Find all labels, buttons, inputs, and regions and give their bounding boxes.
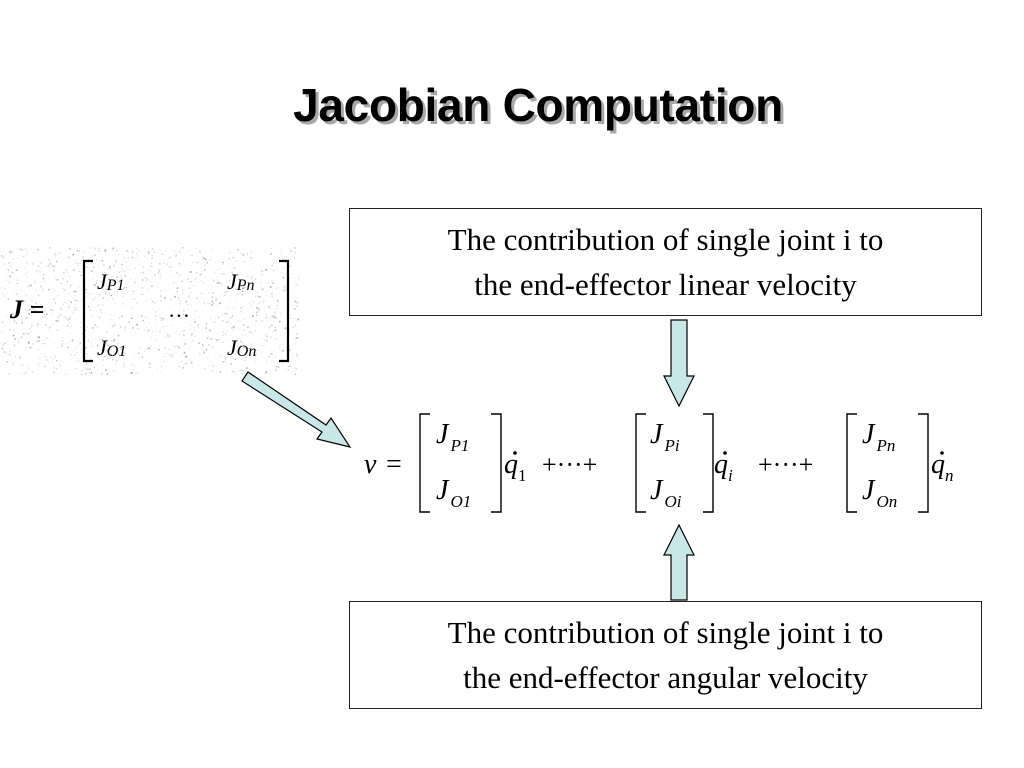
scanned-matrix-bottom-left: JO1 — [97, 335, 126, 360]
term-n-dot — [940, 451, 944, 455]
scanned-matrix-top-right: JPn — [227, 269, 255, 294]
equation-plus-dots-1: +···+ — [542, 450, 597, 479]
angular-velocity-note-line2: the end-effector angular velocity — [463, 660, 868, 695]
term-n-qdot: qn — [931, 449, 954, 485]
term-i-dot — [723, 451, 727, 455]
equation-lhs: v — [364, 449, 377, 480]
slide-title: Jacobian Computation — [293, 79, 783, 131]
term-i-qdot: qi — [714, 449, 733, 485]
scanned-jacobian-image: J = JP1 JPn … JO1 JOn — [0, 247, 299, 375]
term-i-left-bracket — [635, 413, 646, 513]
down-arrow-icon — [663, 319, 695, 408]
scanned-matrix-top-left: JP1 — [97, 269, 125, 294]
up-arrow-icon — [663, 523, 695, 601]
linear-velocity-note: The contribution of single joint i to th… — [349, 208, 982, 316]
scanned-matrix-right-bracket — [279, 259, 290, 363]
scanned-matrix-lhs: J = — [9, 295, 44, 324]
linear-velocity-note-line2: the end-effector linear velocity — [474, 267, 857, 302]
angular-velocity-note: The contribution of single joint i to th… — [349, 601, 982, 709]
term-n-right-bracket — [918, 413, 929, 513]
term-1-qdot: q1 — [504, 449, 527, 485]
equation-equals: = — [386, 449, 402, 480]
scanned-matrix-bottom-right: JOn — [227, 335, 256, 360]
term-1-dot — [513, 451, 517, 455]
scanned-matrix-left-bracket — [82, 259, 93, 363]
scan-noise — [0, 247, 299, 375]
term-i-right-bracket — [703, 413, 714, 513]
term-n-left-bracket — [846, 413, 857, 513]
angular-velocity-note-line1: The contribution of single joint i to — [447, 615, 884, 650]
diagonal-arrow-icon — [241, 371, 352, 448]
equation-plus-dots-2: +···+ — [758, 450, 813, 479]
scanned-matrix-middle: … — [168, 297, 190, 322]
linear-velocity-note-line1: The contribution of single joint i to — [447, 222, 884, 257]
term-1-left-bracket — [419, 413, 430, 513]
term-1-right-bracket — [491, 413, 502, 513]
